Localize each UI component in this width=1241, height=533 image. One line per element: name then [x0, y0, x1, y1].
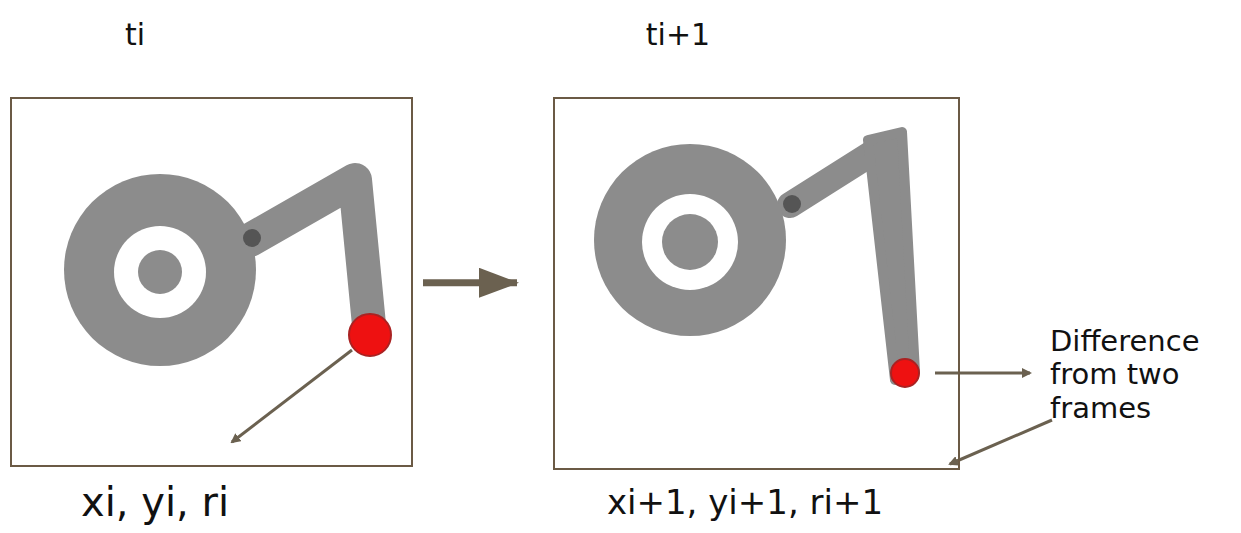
target-frame-2 [594, 132, 919, 387]
video-frame [553, 97, 960, 470]
transition-arrow [423, 279, 517, 286]
coordinate-label: xi, yi, ri [81, 480, 229, 524]
leader-line [232, 350, 352, 442]
video-frame [10, 97, 413, 467]
leader-line [935, 372, 1030, 375]
time-label: ti+1 [646, 18, 710, 51]
time-label: ti [125, 18, 145, 51]
annotation-label: Difference from two frames [1050, 325, 1230, 425]
target-frame-1 [64, 174, 391, 366]
coordinate-label: xi+1, yi+1, ri+1 [607, 484, 883, 521]
leader-line [950, 420, 1052, 464]
